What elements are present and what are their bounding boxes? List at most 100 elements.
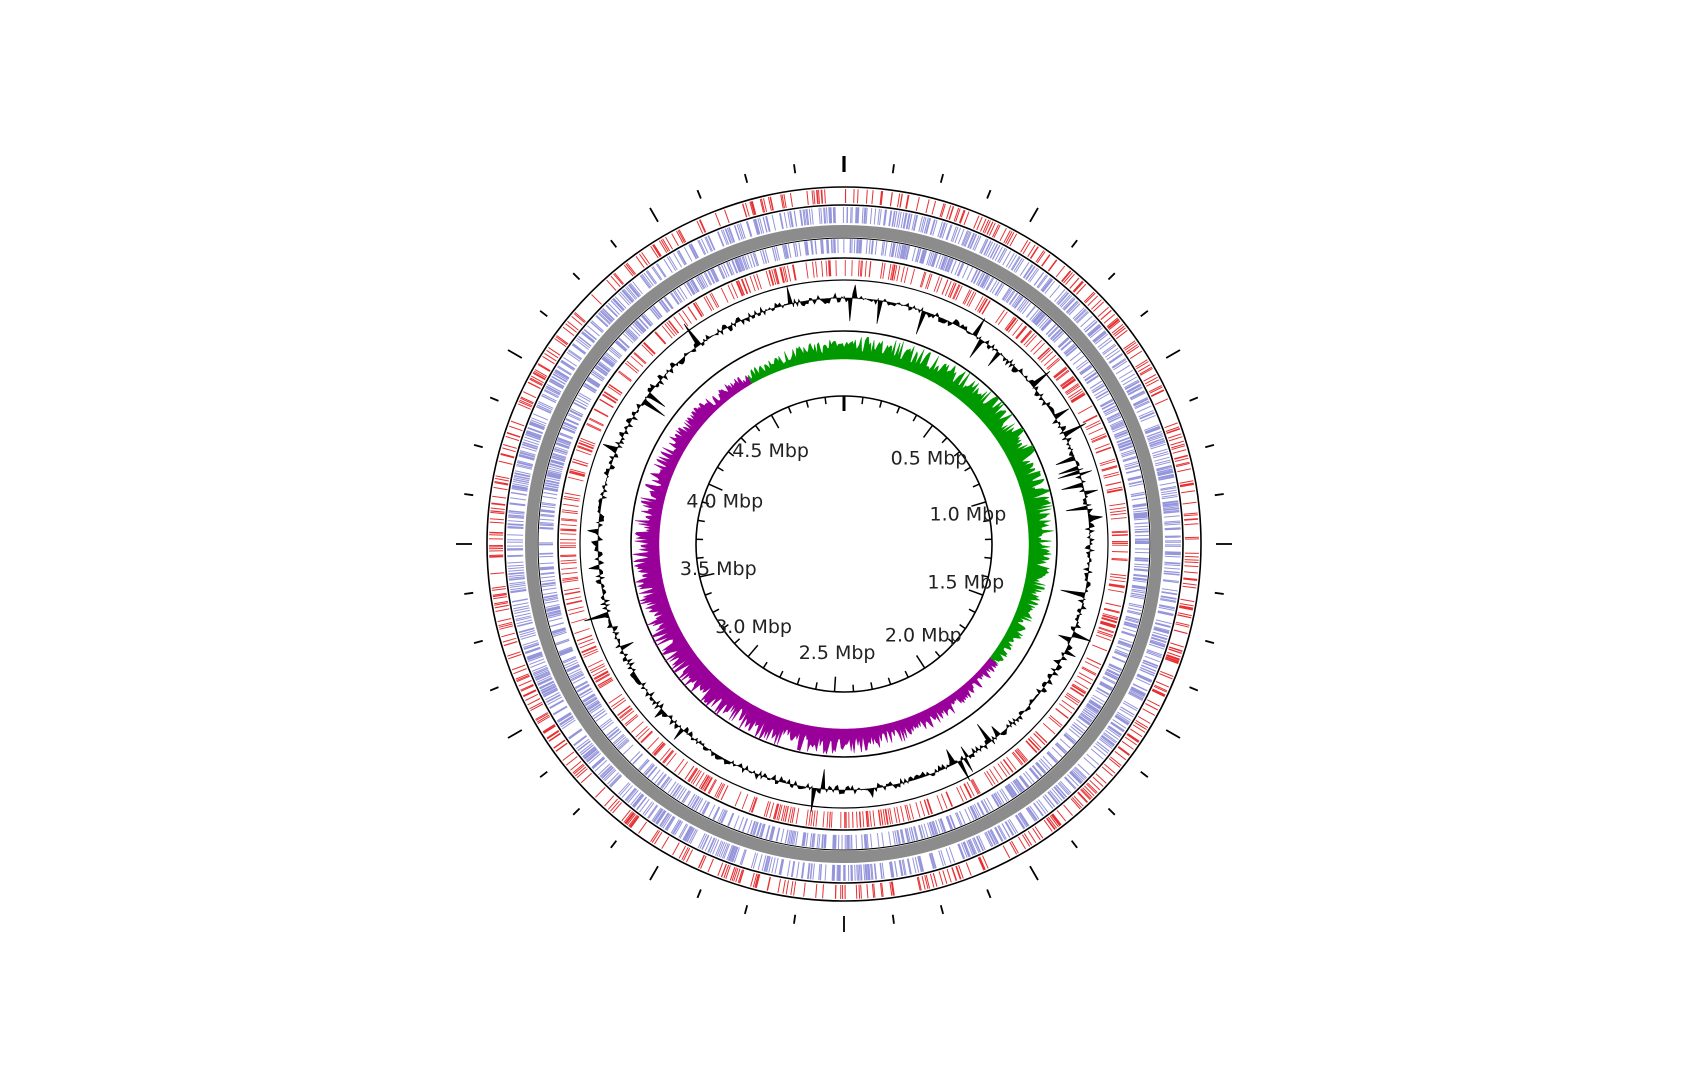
outer-scale-tick: [464, 493, 474, 497]
feature-tracks: [488, 188, 1200, 900]
ring-divider: [537, 237, 1151, 851]
inner-scale-tick: [779, 670, 784, 678]
outer-scale-tick: [1140, 770, 1149, 778]
inner-scale-tick: [953, 451, 961, 457]
scale-label: 1.5 Mbp: [927, 571, 1004, 593]
outer-scale-tick: [744, 905, 749, 915]
outer-scale-tick: [572, 807, 581, 816]
inner-scale-tick: [941, 437, 948, 444]
outer-scale-tick: [1140, 310, 1149, 318]
inner-scale-tick: [833, 676, 837, 692]
outer-scale-tick: [507, 729, 523, 739]
outer-scale-tick: [986, 889, 992, 899]
outer-scale-tick: [610, 239, 618, 248]
outer-scale-tick: [539, 310, 548, 318]
inner-scale-tick: [762, 661, 768, 669]
gray-backbone-band: [525, 225, 1163, 863]
inner-scale-tick: [934, 650, 941, 658]
inner-scale-tick: [733, 638, 741, 645]
ring-divider: [504, 204, 1184, 884]
inner-scale-tick: [915, 655, 926, 669]
inner-scale-tick: [770, 414, 780, 429]
inner-scale-tick: [717, 466, 724, 472]
gc-content-track: [584, 284, 1103, 812]
scale-label: 4.0 Mbp: [686, 490, 763, 512]
scale-label: 4.5 Mbp: [732, 440, 809, 462]
inner-scale-tick: [754, 424, 761, 432]
inner-scale-tick: [861, 397, 864, 405]
gc-skew-outer-ring: [630, 330, 1058, 758]
inner-scale-tick: [981, 574, 989, 578]
forward-blue-features-marks: [506, 206, 1182, 882]
outer-scale-tick: [1165, 729, 1181, 739]
outer-scale-tick: [539, 770, 548, 778]
gc-skew-positive: [747, 337, 1054, 665]
forward-red-features-marks: [488, 188, 1200, 900]
scale-label: 3.0 Mbp: [715, 616, 792, 638]
forward-blue-features: [506, 206, 1182, 882]
inner-scale-tick: [704, 591, 712, 596]
outer-scale-tick: [939, 173, 944, 183]
outer-scale-tick: [1205, 639, 1215, 644]
inner-scale-tick: [971, 501, 987, 507]
inner-scale-tick: [727, 451, 735, 457]
outer-scale-tick: [793, 914, 797, 924]
gc-skew-track: [632, 337, 1054, 756]
outer-scale-tick: [1107, 272, 1116, 281]
inner-scale-tick: [983, 519, 991, 523]
outer-scale-tick: [1070, 840, 1078, 849]
outer-scale-tick: [1029, 207, 1039, 223]
outer-scale-ticks: [456, 156, 1232, 932]
outer-scale-tick: [1165, 349, 1181, 359]
outer-scale-tick: [1070, 239, 1078, 248]
outer-scale-tick: [489, 686, 499, 692]
inner-scale-tick: [879, 400, 883, 408]
outer-scale-tick: [473, 444, 483, 449]
outer-scale-tick: [1189, 686, 1199, 692]
outer-scale-tick: [793, 164, 797, 174]
outer-scale-tick: [489, 396, 499, 402]
inner-scale-tick: [947, 638, 955, 645]
outer-scale-tick: [986, 189, 992, 199]
scale-label: 3.5 Mbp: [680, 558, 757, 580]
inner-scale-tick: [740, 437, 747, 444]
inner-scale: [696, 396, 992, 692]
outer-ring: [486, 186, 1202, 902]
inner-scale-tick: [787, 406, 792, 414]
inner-scale-tick: [870, 682, 874, 690]
inner-scale-tick: [896, 406, 901, 414]
inner-scale-tick: [722, 624, 729, 630]
forward-red-features: [488, 188, 1200, 900]
inner-scale-tick: [887, 677, 892, 685]
outer-scale-tick: [1189, 396, 1199, 402]
inner-scale-tick: [699, 572, 715, 578]
outer-scale-tick: [1214, 493, 1224, 497]
outer-scale-tick: [744, 173, 749, 183]
scale-label: 1.0 Mbp: [930, 503, 1007, 525]
inner-scale-tick: [824, 397, 827, 405]
inner-scale-tick: [984, 556, 992, 559]
inner-scale-tick: [814, 682, 818, 690]
reverse-red-features-marks: [559, 259, 1129, 829]
outer-scale-tick: [696, 889, 702, 899]
inner-scale-tick: [904, 670, 909, 678]
inner-scale-tick: [712, 608, 720, 614]
inner-scale-tick: [968, 608, 976, 614]
inner-scale-tick: [972, 483, 980, 488]
outer-scale-tick: [464, 591, 474, 595]
outer-scale-tick: [891, 914, 895, 924]
track-rings: [486, 186, 1202, 902]
outer-scale-tick: [507, 349, 523, 359]
outer-scale-tick: [1029, 865, 1039, 881]
inner-scale-tick: [696, 556, 704, 559]
inner-scale-tick: [912, 414, 918, 422]
outer-scale-tick: [696, 189, 702, 199]
scale-label: 0.5 Mbp: [891, 447, 968, 469]
outer-scale-tick: [891, 164, 895, 174]
reverse-red-features: [559, 259, 1129, 829]
outer-scale-tick: [572, 272, 581, 281]
inner-scale-tick: [701, 501, 710, 505]
inner-scale-tick: [964, 466, 971, 472]
